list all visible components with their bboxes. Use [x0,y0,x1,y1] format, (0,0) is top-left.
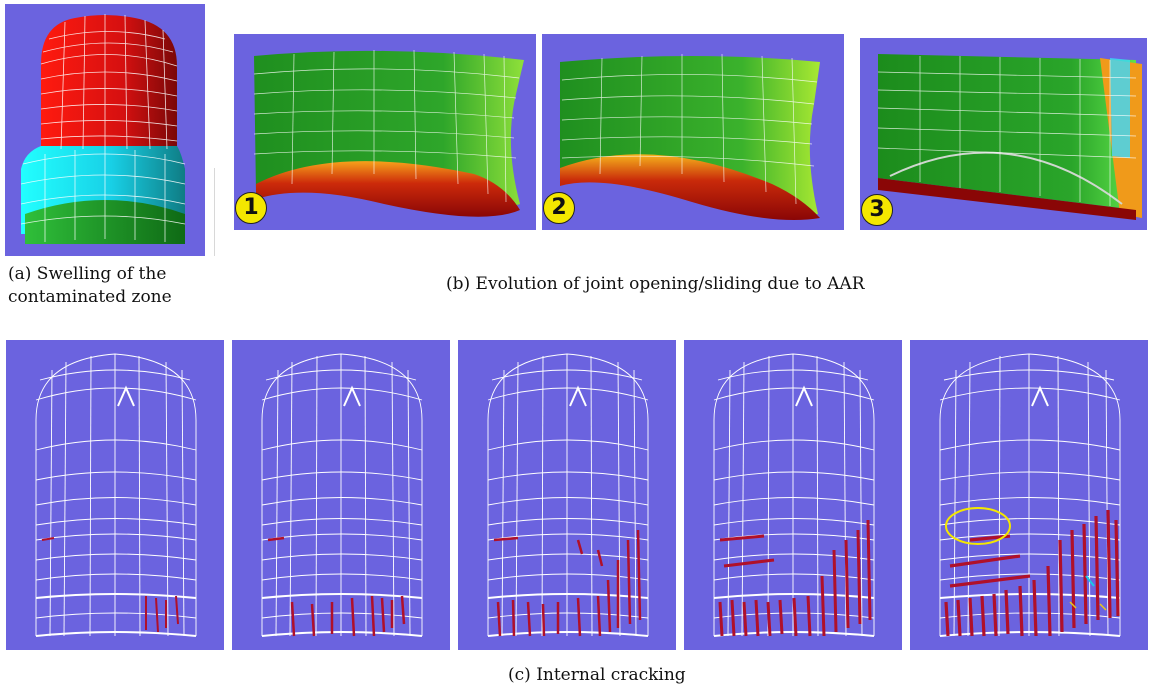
crack-stage-2-panel [232,340,450,650]
stage-badge-2: 2 [543,192,575,224]
stage-badge-3: 3 [861,194,893,226]
crack-stage-1-panel [6,340,224,650]
joint-stage-1-panel: 1 [234,34,536,230]
joint-stage-2-panel: 2 [542,34,844,230]
stage-badge-1: 1 [235,192,267,224]
caption-b: (b) Evolution of joint opening/sliding d… [446,274,865,294]
caption-a: (a) Swelling of the contaminated zone [8,264,172,307]
crack-stage-4-panel [684,340,902,650]
crack-stage-3-panel [458,340,676,650]
divider-line [214,168,215,256]
caption-c: (c) Internal cracking [508,665,686,685]
joint-stage-3-panel: 3 [860,38,1147,230]
highlight-ellipse [945,507,1011,545]
swelling-panel [5,4,205,256]
crack-stage-5-panel [910,340,1148,650]
